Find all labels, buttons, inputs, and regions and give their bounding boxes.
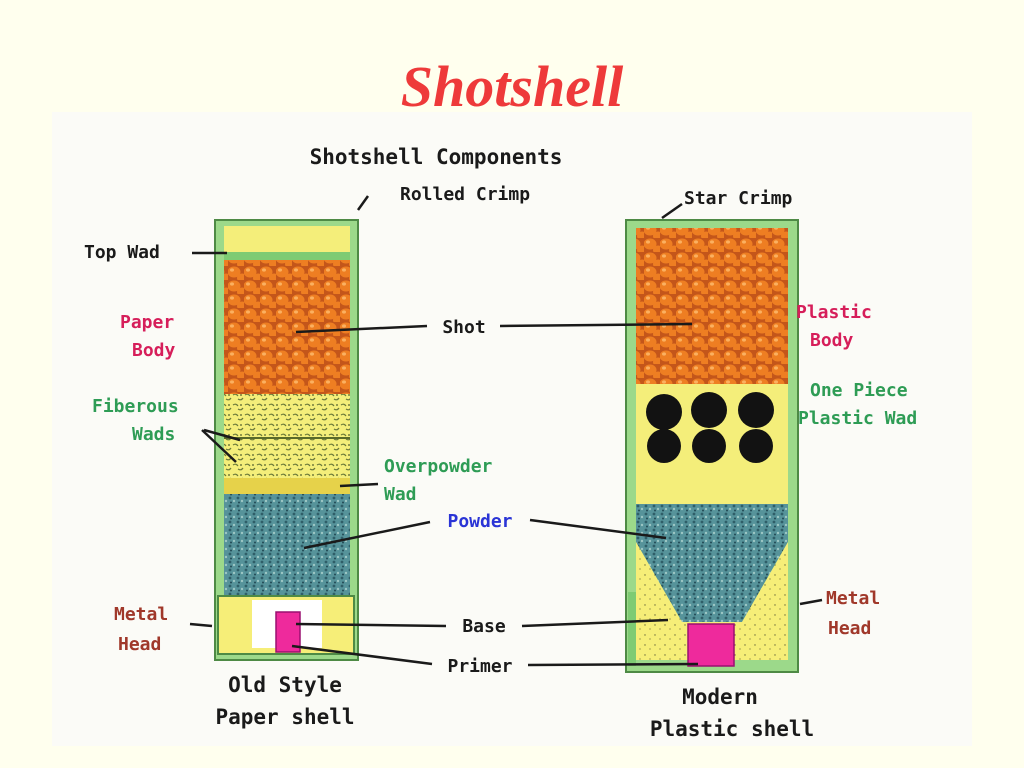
slide-title: Shotshell (400, 54, 624, 119)
leader-lines (189, 195, 823, 667)
modern-shell-wad-petals (646, 392, 774, 463)
top-wad-label: Top Wad (84, 242, 160, 263)
old-shell-powder (224, 494, 350, 596)
old-shell-shot (224, 260, 350, 394)
modern-metal-head-label-2: Head (828, 618, 871, 639)
old-shell-caption-2: Paper shell (215, 705, 354, 729)
old-shell-fiber-wads (224, 394, 350, 478)
overpowder-wad-label-2: Wad (384, 484, 417, 505)
rolled-crimp-label: Rolled Crimp (400, 184, 530, 205)
modern-metal-head-label-1: Metal (826, 588, 880, 609)
overpowder-wad-label-1: Overpowder (384, 456, 493, 477)
old-shell-crimp (224, 226, 350, 252)
one-piece-wad-label-2: Plastic Wad (798, 408, 917, 429)
old-metal-head-label-2: Head (118, 634, 161, 655)
modern-shell-base (636, 542, 788, 660)
modern-shell-caption-1: Modern (682, 685, 758, 709)
modern-shell-metal-head (628, 592, 636, 666)
star-crimp-label: Star Crimp (684, 188, 793, 209)
fiberous-wads-label-1: Fiberous (92, 396, 179, 417)
fiberous-wads-label-2: Wads (132, 424, 175, 445)
old-metal-head-label-1: Metal (114, 604, 168, 625)
modern-shell (625, 219, 799, 673)
shotshell-diagram: Shotshell Components (84, 145, 917, 741)
modern-shell-powder (636, 504, 788, 622)
base-label: Base (462, 616, 506, 637)
modern-shell-primer (687, 623, 735, 667)
old-shell-top-wad (224, 252, 350, 260)
shot-label: Shot (442, 317, 485, 338)
plastic-body-label-2: Body (810, 330, 854, 351)
powder-label: Powder (447, 511, 512, 532)
old-shell-caption-1: Old Style (228, 673, 342, 697)
primer-label: Primer (447, 656, 512, 677)
paper-body-label-2: Body (132, 340, 176, 361)
one-piece-wad-label-1: One Piece (810, 380, 908, 401)
modern-shell-caption-2: Plastic shell (650, 717, 814, 741)
plastic-body-label-1: Plastic (796, 302, 872, 323)
old-shell-overpowder-wad (224, 478, 350, 494)
old-shell (214, 219, 359, 661)
modern-shell-shot (636, 228, 788, 384)
diagram-heading: Shotshell Components (310, 145, 563, 169)
diagram-frame: Shotshell Components (52, 112, 972, 746)
paper-body-label-1: Paper (120, 312, 174, 333)
